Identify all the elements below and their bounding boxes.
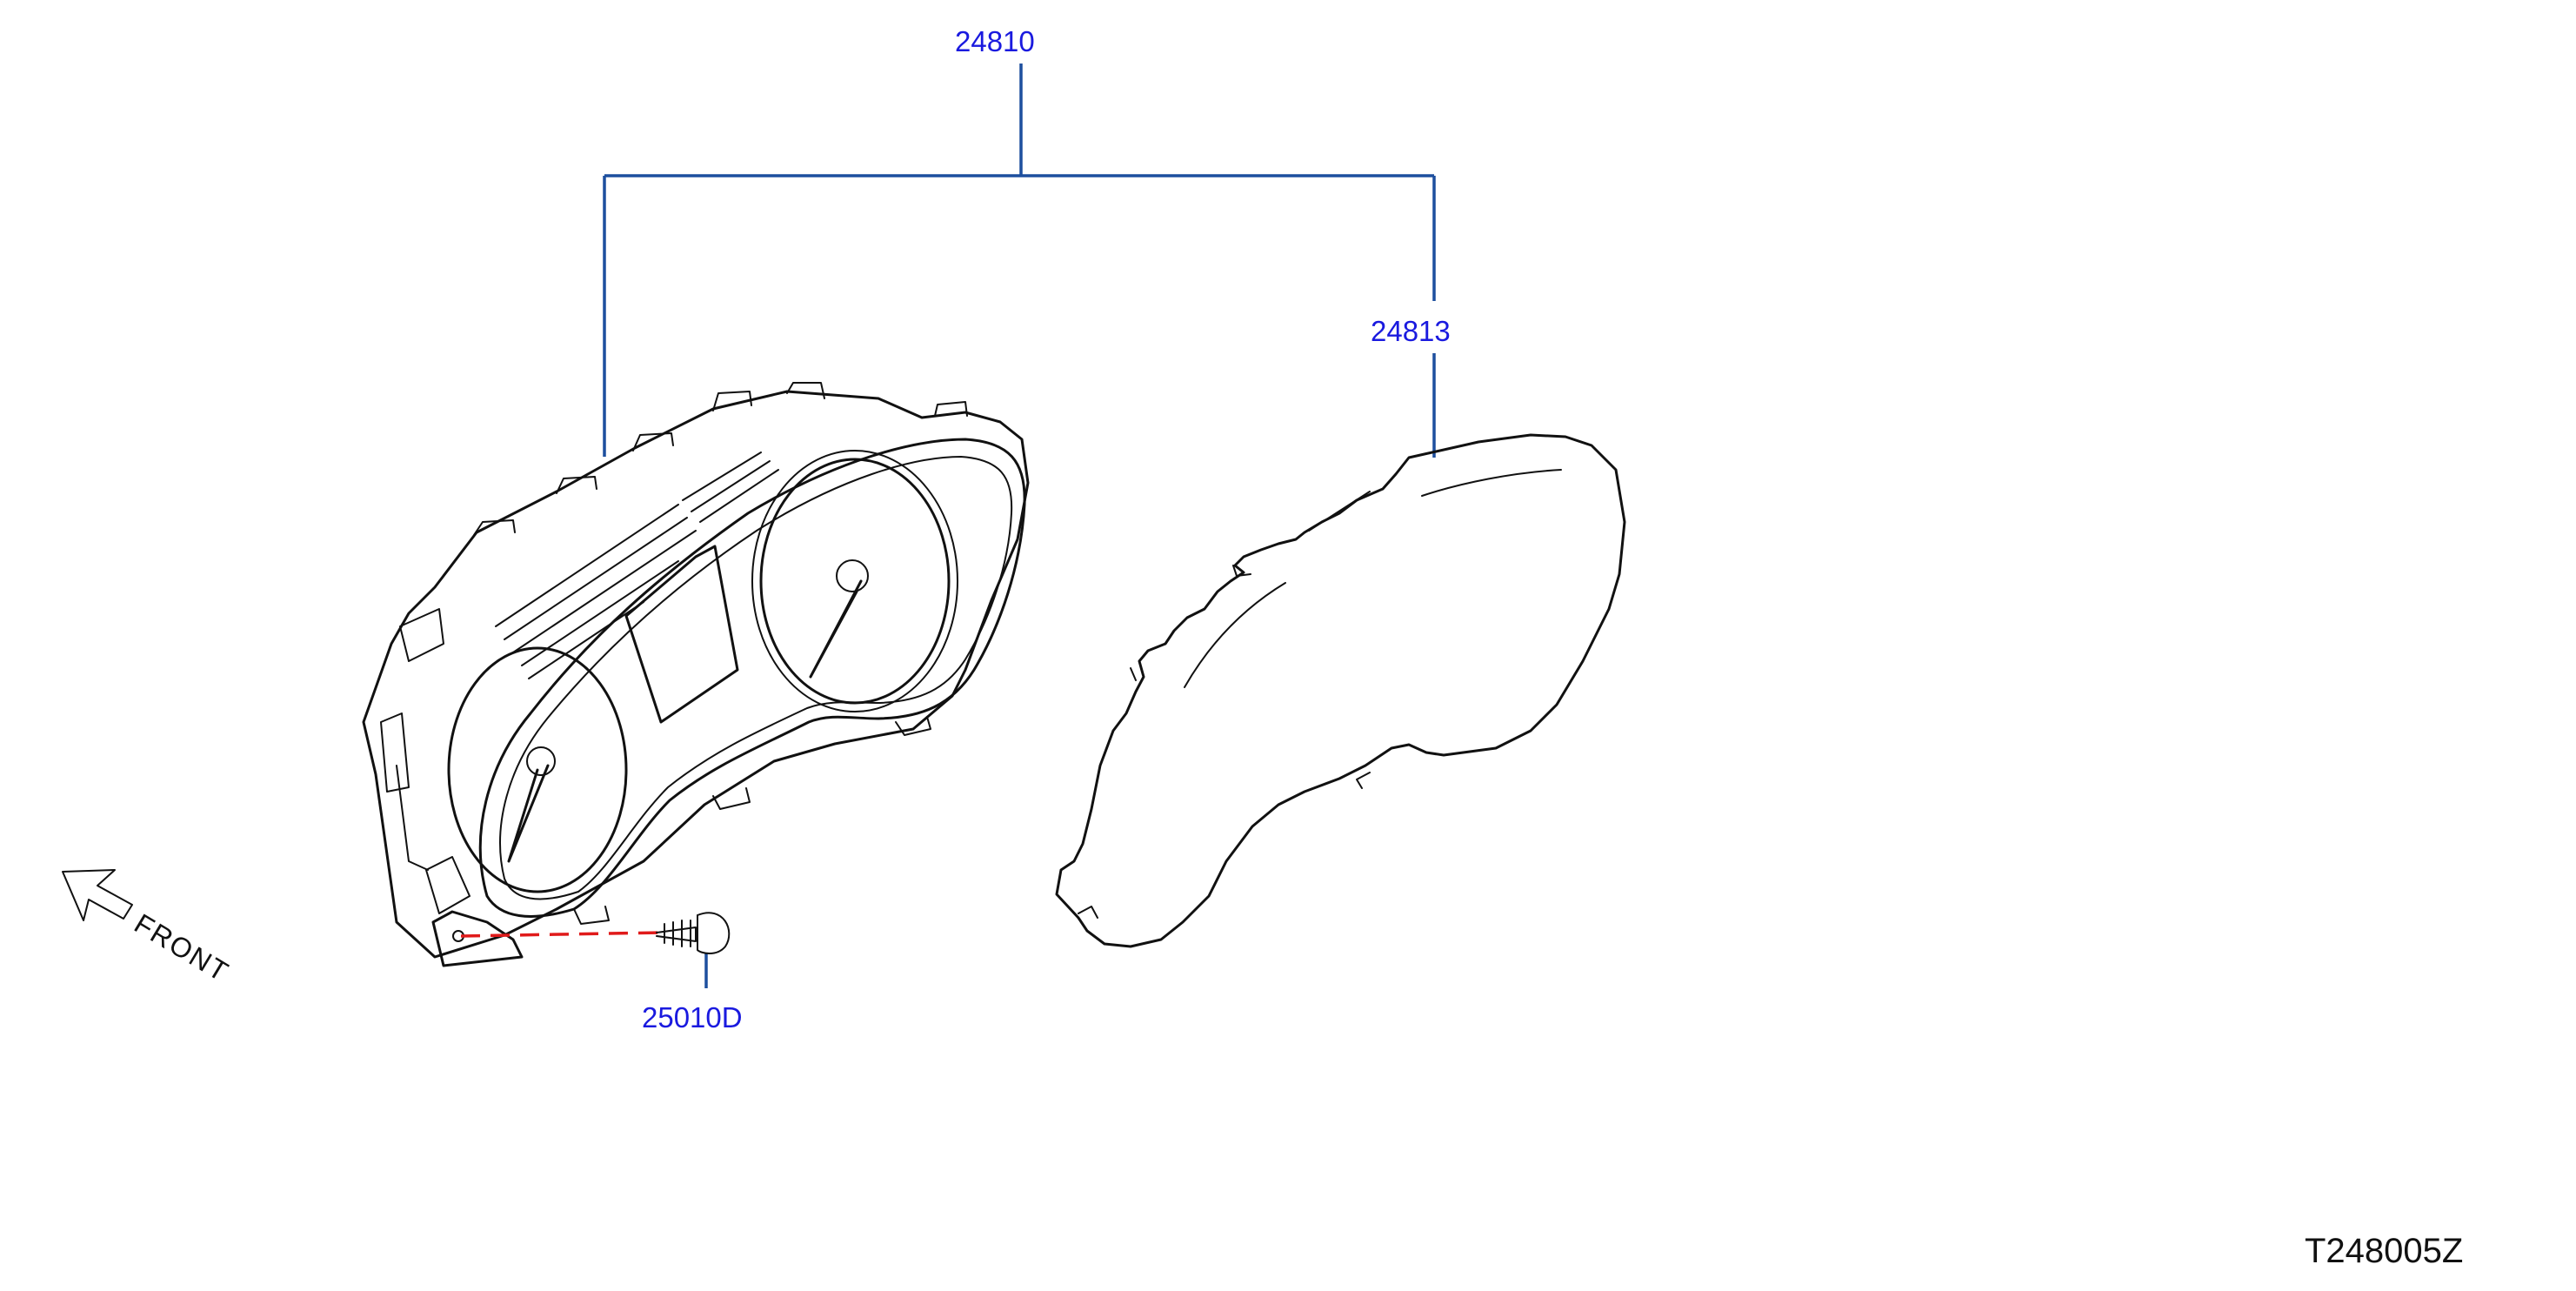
- speedometer-needle-hub: [836, 559, 869, 592]
- speedometer-dial: [759, 458, 951, 705]
- lens-highlight-upper: [1308, 469, 1562, 532]
- tachometer-needle-hub: [526, 746, 556, 776]
- part-label-assembly[interactable]: 24810: [955, 25, 1035, 57]
- meter-bezel-inner: [499, 456, 1013, 900]
- front-arrow-icon: [62, 869, 133, 921]
- part-label-lens[interactable]: 24813: [1371, 315, 1451, 347]
- mounting-screw: [656, 912, 731, 954]
- lens-edge-tabs: [1078, 565, 1371, 919]
- meter-left-frame: [380, 608, 470, 914]
- tachometer-needle: [507, 764, 550, 863]
- center-display: [624, 545, 739, 724]
- speedometer-needle: [809, 579, 863, 679]
- part-label-screw[interactable]: 25010D: [642, 1001, 743, 1033]
- front-label: FRONT: [129, 907, 235, 988]
- screw-head: [697, 912, 731, 954]
- screw-alignment-line: [460, 931, 662, 938]
- combination-meter-assembly: [362, 382, 1030, 967]
- front-direction-indicator: FRONT: [62, 869, 235, 988]
- meter-front-bezel: [478, 438, 1026, 918]
- screw-thread: [656, 920, 697, 947]
- meter-bottom-tabs: [573, 716, 931, 925]
- speedometer-ring: [751, 450, 958, 712]
- meter-top-tabs: [473, 382, 968, 536]
- tachometer-dial: [447, 646, 628, 893]
- diagram-code: T248005Z: [2305, 1232, 2463, 1270]
- lens-outline: [1055, 433, 1626, 948]
- meter-vent-ribs: [495, 452, 779, 679]
- lens-highlight-left: [1184, 582, 1286, 688]
- meter-rear-housing: [362, 390, 1030, 959]
- meter-mounting-foot: [431, 910, 524, 967]
- meter-lens-cover: [1055, 433, 1626, 948]
